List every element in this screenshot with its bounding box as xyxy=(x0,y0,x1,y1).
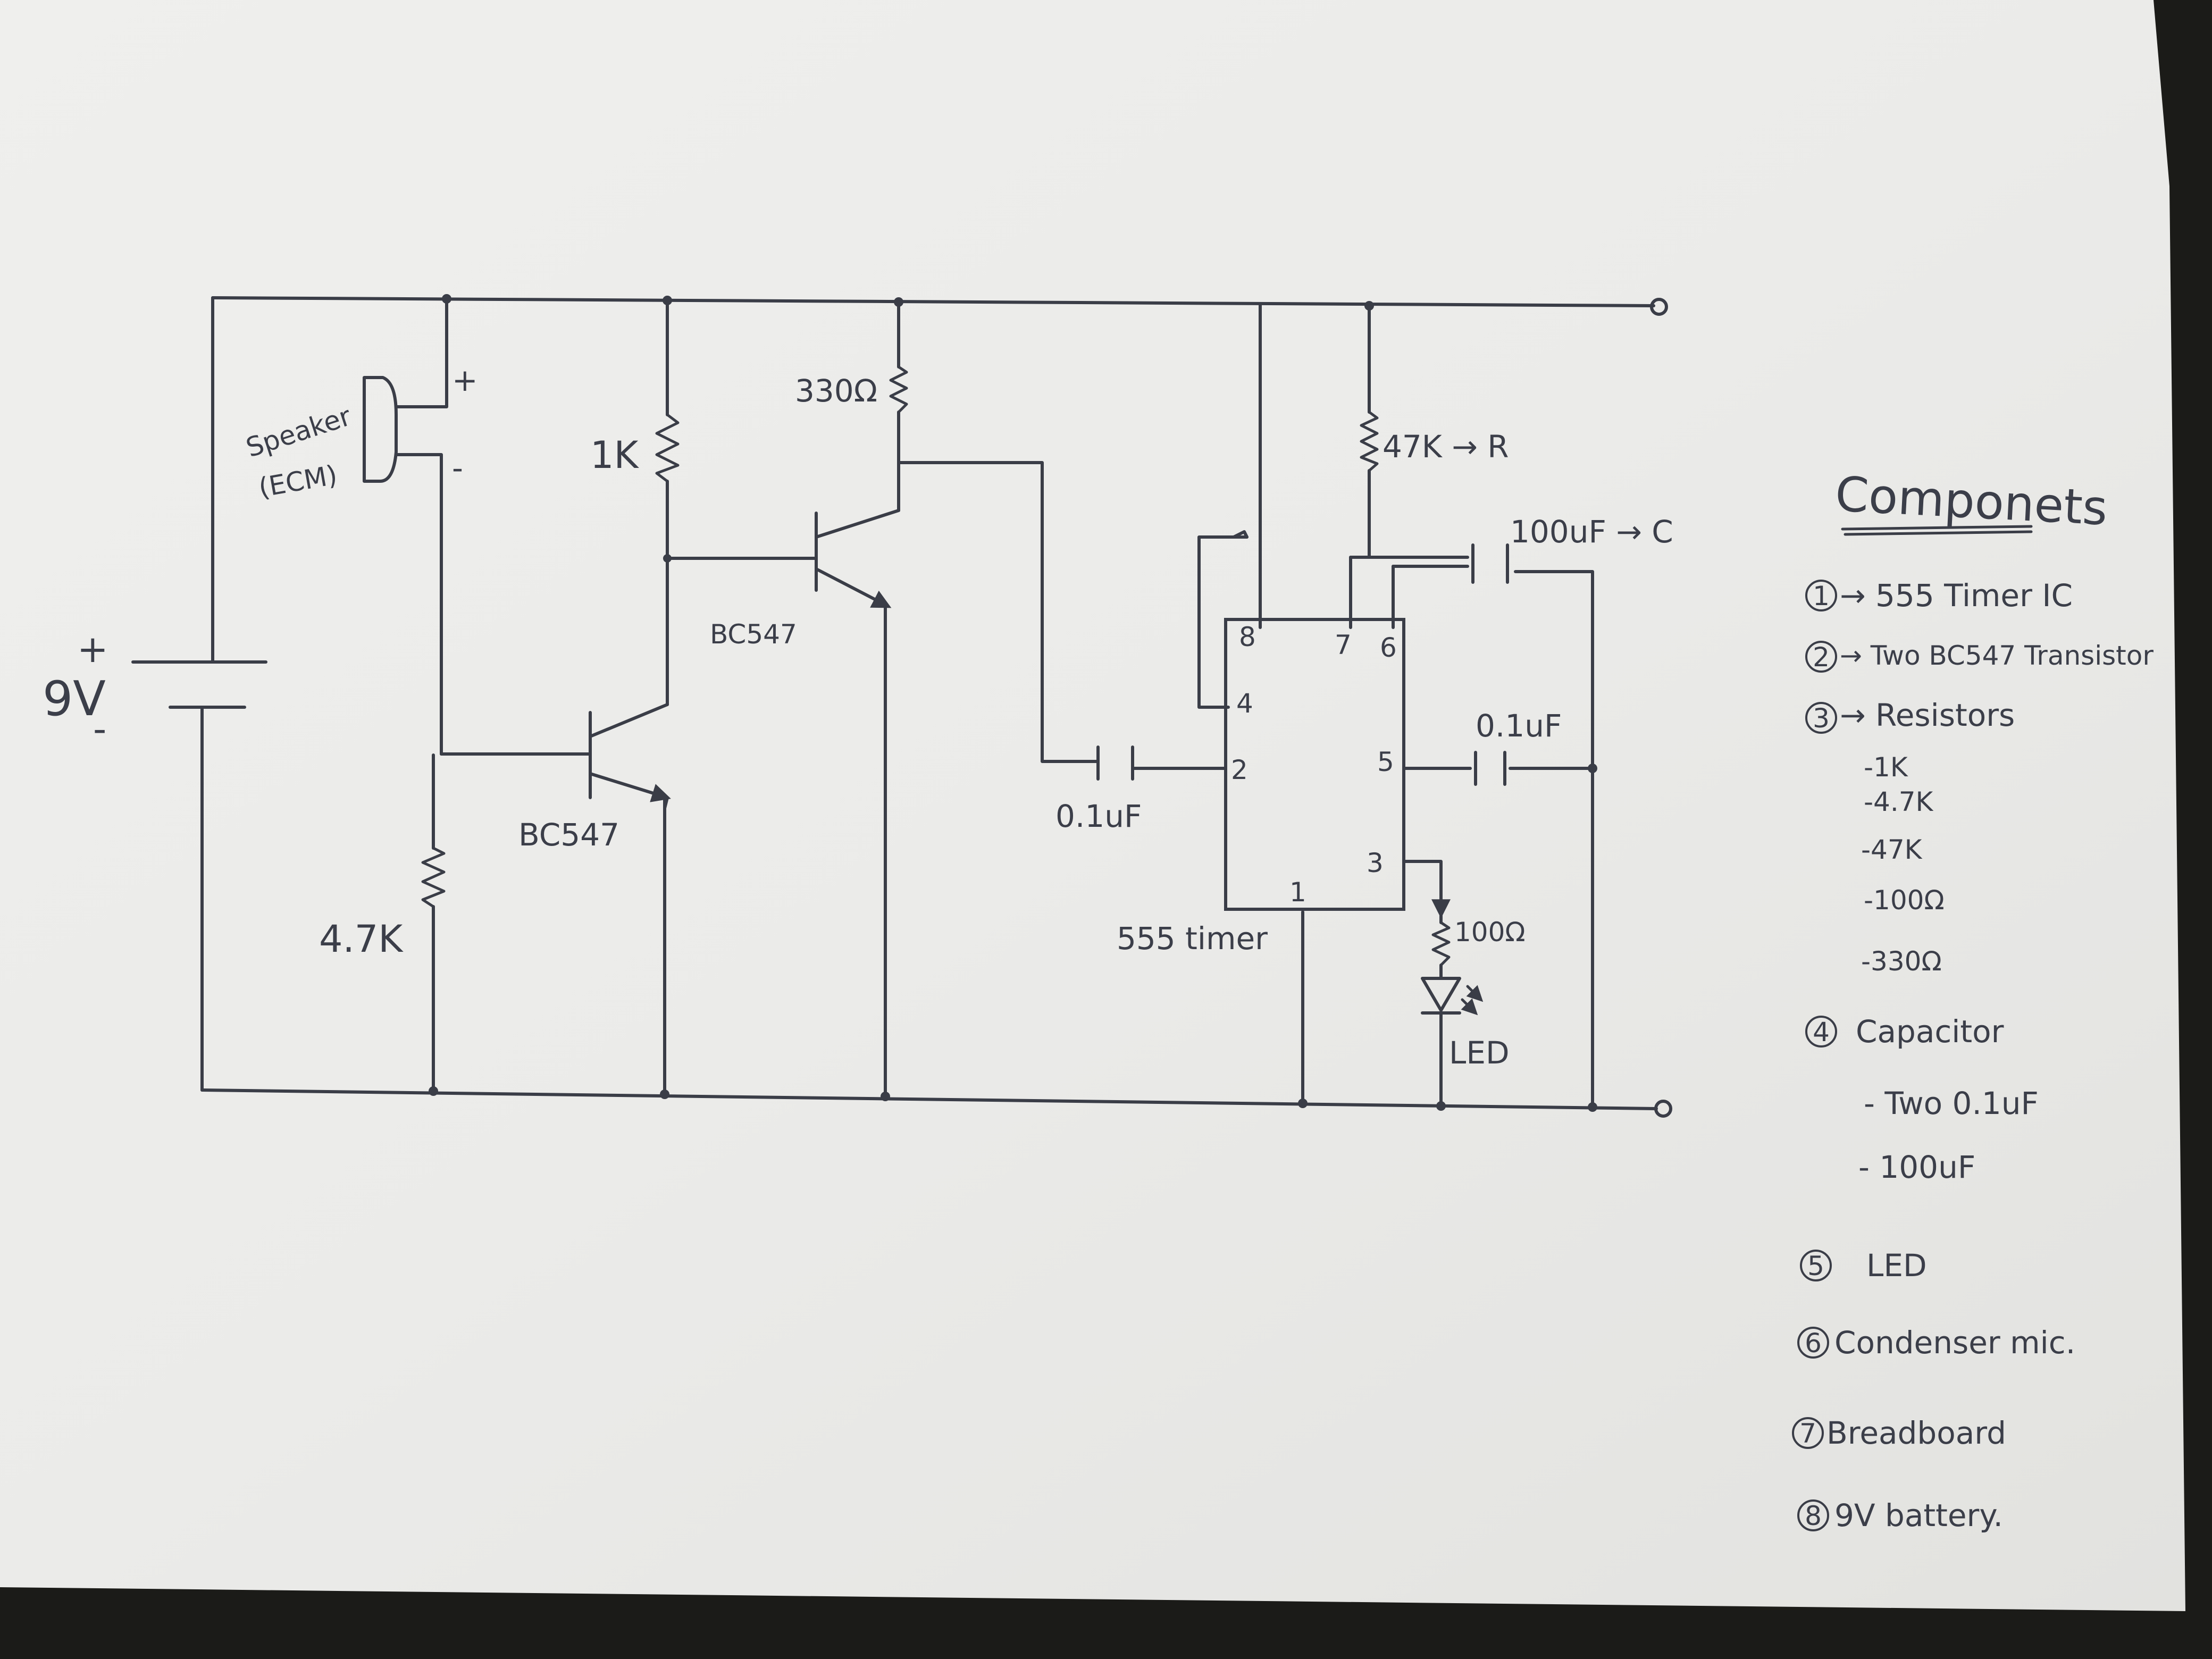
item-1: 1 → 555 Timer IC xyxy=(1805,577,2073,614)
item-7: 7 Breadboard xyxy=(1792,1415,2006,1451)
capacitor-timing-symbol xyxy=(1471,543,1509,584)
ic-pin-4: 4 xyxy=(1236,688,1253,719)
resistor-list-1: -1K xyxy=(1864,752,1908,783)
item-7-num: 7 xyxy=(1799,1418,1816,1449)
top-terminal xyxy=(1650,298,1668,316)
led-label: LED xyxy=(1449,1035,1510,1071)
item-2-num: 2 xyxy=(1813,642,1830,673)
item-6: 6 Condenser mic. xyxy=(1797,1325,2075,1361)
ic-pin-1: 1 xyxy=(1289,877,1306,908)
item-6-text: Condenser mic. xyxy=(1834,1325,2075,1361)
item-4-num: 4 xyxy=(1813,1017,1830,1048)
ic-pin-3: 3 xyxy=(1367,848,1384,878)
r2-label: 4.7K xyxy=(319,917,404,961)
led-symbol xyxy=(1421,977,1484,1016)
capacitor-list-1: - Two 0.1uF xyxy=(1864,1085,2039,1121)
q2-label: BC547 xyxy=(710,619,797,650)
c-trigger-label: 0.1uF xyxy=(1055,798,1142,834)
bottom-terminal xyxy=(1654,1100,1672,1118)
circuit-wiring xyxy=(200,296,1672,1118)
item-8: 8 9V battery. xyxy=(1797,1497,2003,1534)
speaker-minus-label: - xyxy=(452,450,463,486)
components-title-underline xyxy=(1841,525,2033,536)
c-control-label: 0.1uF xyxy=(1476,708,1562,744)
resistor-list-3: -47K xyxy=(1861,834,1923,865)
item-3-text: → Resistors xyxy=(1840,697,2015,733)
item-1-text: → 555 Timer IC xyxy=(1840,577,2073,614)
item-8-num: 8 xyxy=(1805,1501,1822,1531)
item-4: 4 Capacitor xyxy=(1805,1013,2004,1050)
resistor-list-4: -100Ω xyxy=(1864,885,1945,916)
item-6-num: 6 xyxy=(1805,1328,1822,1359)
speaker-symbol xyxy=(363,376,398,483)
capacitor-list-2: - 100uF xyxy=(1858,1149,1975,1185)
item-2-text: → Two BC547 Transistor xyxy=(1840,640,2154,671)
paper-sheet xyxy=(0,0,2185,1611)
capacitor-control-symbol xyxy=(1474,751,1506,786)
item-3-num: 3 xyxy=(1813,703,1830,734)
battery-voltage-label: 9V xyxy=(43,671,106,727)
item-4-text: Capacitor xyxy=(1856,1013,2004,1050)
item-1-num: 1 xyxy=(1813,581,1830,611)
r-timing-label: 47K → R xyxy=(1382,429,1509,465)
components-list: Componets 1 → 555 Timer IC 2 → Two BC547… xyxy=(1792,466,2154,1534)
ic-555-body xyxy=(1224,618,1405,911)
speaker-plus-label: + xyxy=(452,362,478,398)
resistor-1k-symbol xyxy=(655,413,680,483)
item-7-text: Breadboard xyxy=(1826,1415,2006,1451)
item-5-text: LED xyxy=(1866,1247,1927,1284)
c-timing-label: 100uF → C xyxy=(1510,514,1673,550)
resistor-47k-symbol xyxy=(1360,410,1379,472)
ic-name-label: 555 timer xyxy=(1117,920,1268,957)
resistor-100-symbol xyxy=(1431,921,1451,967)
resistor-list-5: -330Ω xyxy=(1861,946,1942,977)
q1-label: BC547 xyxy=(518,817,619,853)
battery-plus-label: + xyxy=(77,627,108,671)
r-led-label: 100Ω xyxy=(1454,917,1526,948)
capacitor-trigger-symbol xyxy=(1096,745,1134,781)
battery-symbol xyxy=(131,660,267,709)
r1-label: 1K xyxy=(590,433,640,477)
resistor-330-symbol xyxy=(889,365,908,414)
item-3: 3 → Resistors xyxy=(1805,697,2015,734)
junction-dots xyxy=(429,294,1597,1112)
ic-pin-7: 7 xyxy=(1335,630,1352,660)
ic-pin-8: 8 xyxy=(1239,622,1256,652)
item-2: 2 → Two BC547 Transistor xyxy=(1805,640,2154,673)
circuit-labels: 9V + - Speaker (ECM) + - 1K 330Ω 4.7K 47… xyxy=(43,362,1673,1071)
r3-label: 330Ω xyxy=(795,373,877,409)
battery-minus-label: - xyxy=(93,707,106,751)
transistor-q2-symbol xyxy=(815,509,900,608)
ic-pin-6: 6 xyxy=(1380,632,1397,663)
resistor-4k7-symbol xyxy=(421,847,446,908)
item-8-text: 9V battery. xyxy=(1834,1497,2003,1534)
ic-pin-2: 2 xyxy=(1231,755,1248,785)
transistor-q1-symbol xyxy=(589,703,671,810)
item-5: 5 LED xyxy=(1800,1247,1927,1284)
item-5-num: 5 xyxy=(1807,1251,1824,1281)
ic-pin-5: 5 xyxy=(1377,747,1394,777)
resistor-list-2: -4.7K xyxy=(1864,786,1934,817)
